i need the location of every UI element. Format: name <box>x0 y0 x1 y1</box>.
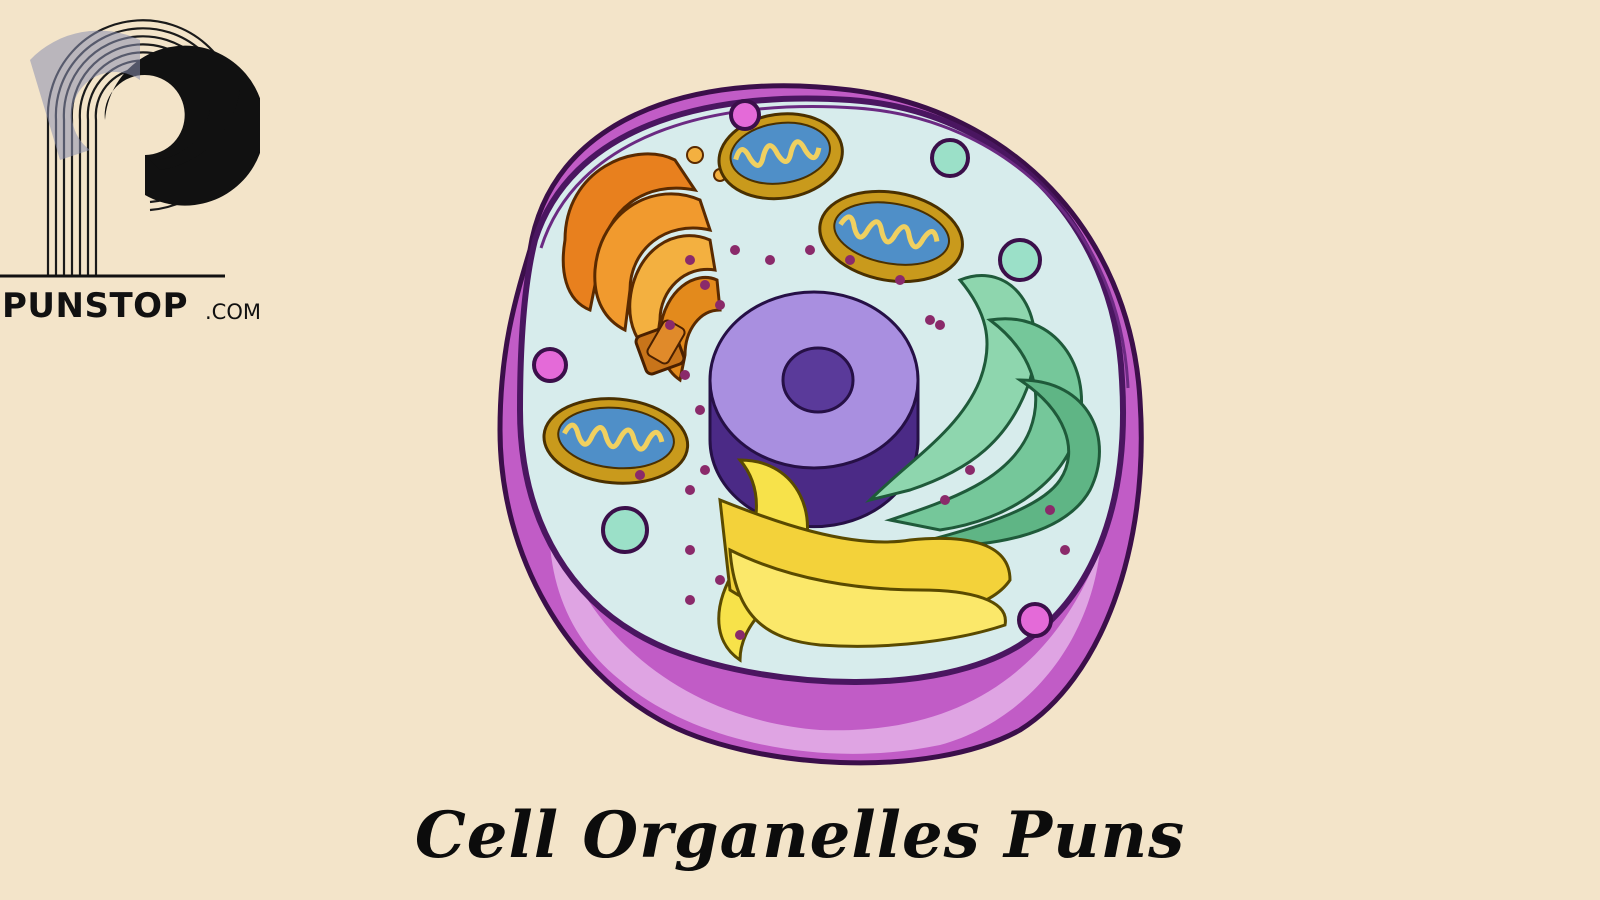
animal-cell-illustration <box>497 83 1144 766</box>
mitochondrion-3 <box>542 397 690 485</box>
rough-endoplasmic-reticulum <box>865 274 1101 548</box>
page-title: Cell Organelles Puns <box>414 798 1186 873</box>
ribosomes <box>635 245 1070 640</box>
punstop-logo-mark-icon <box>0 19 260 278</box>
centriole <box>634 319 686 376</box>
mitochondrion-1 <box>717 112 844 201</box>
vacuole-2 <box>998 238 1042 282</box>
vacuole-3 <box>601 506 649 554</box>
mitochondrion-2 <box>818 189 964 284</box>
logo-name: PUNSTOP <box>2 286 188 326</box>
smooth-endoplasmic-reticulum <box>717 458 1012 663</box>
lysosome-3 <box>1017 602 1053 638</box>
lysosome-2 <box>532 347 568 383</box>
logo-domain: .COM <box>205 300 261 324</box>
vacuole-1 <box>930 138 970 178</box>
nucleolus <box>781 346 855 414</box>
punstop-logo[interactable]: PUNSTOP .COM <box>0 0 280 340</box>
lysosome-1 <box>729 99 761 131</box>
